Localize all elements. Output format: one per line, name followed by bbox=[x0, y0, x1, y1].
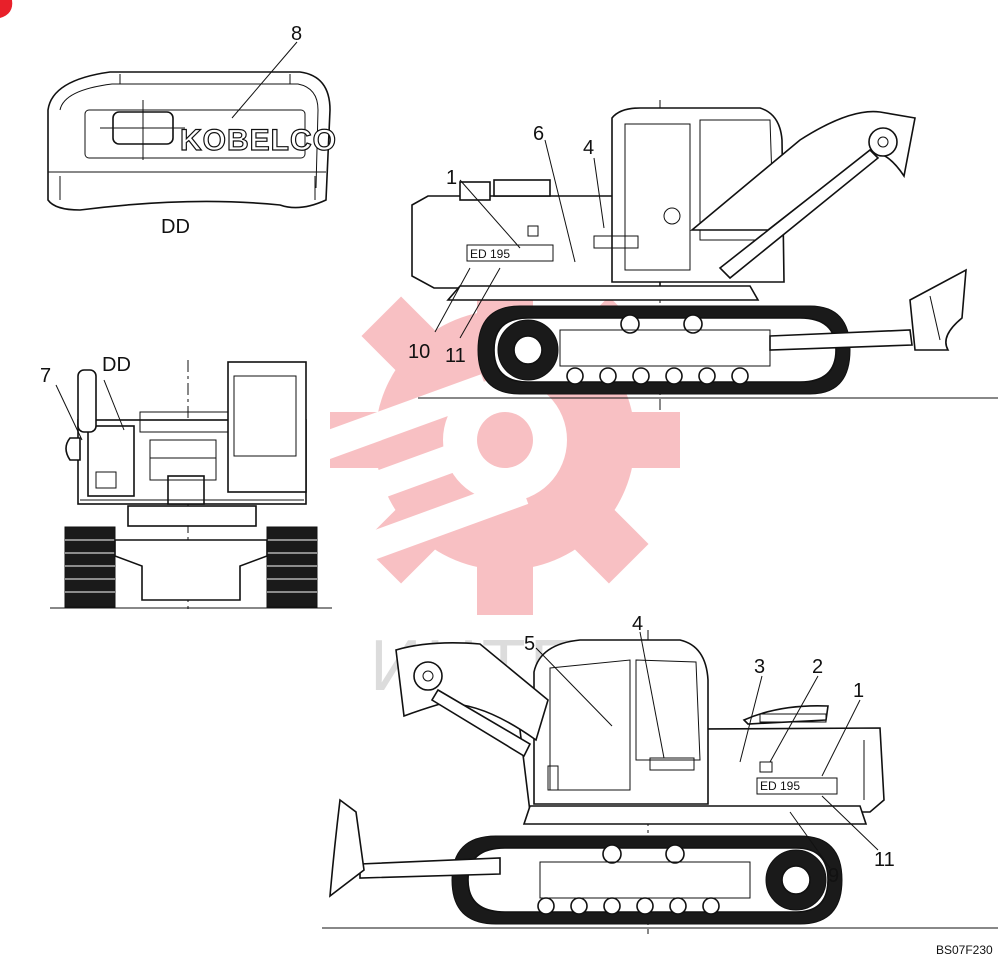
leader-bottom-2 bbox=[769, 675, 819, 763]
callout-7: 7 bbox=[40, 365, 51, 387]
leader-bottom-9 bbox=[789, 811, 831, 869]
callout-top-1: 1 bbox=[446, 167, 457, 189]
callout-bottom-3: 3 bbox=[754, 656, 765, 678]
leader-bottom-5 bbox=[535, 647, 613, 727]
leader-top-11 bbox=[459, 267, 501, 339]
leader-bottom-4 bbox=[639, 631, 665, 759]
leader-top-4 bbox=[593, 157, 605, 229]
brand-decal-text: KOBELCO bbox=[180, 124, 337, 157]
leader-7 bbox=[55, 384, 83, 441]
callout-top-4: 4 bbox=[583, 137, 594, 159]
view-label-dd-rear: DD bbox=[102, 354, 131, 376]
leader-top-6 bbox=[544, 139, 576, 263]
callout-bottom-1: 1 bbox=[853, 680, 864, 702]
leader-bottom-11 bbox=[821, 795, 879, 851]
rear-view-machine bbox=[50, 360, 332, 612]
callout-top-10: 10 bbox=[408, 341, 430, 363]
side-view-top: ED 195 bbox=[411, 100, 998, 410]
model-decal-top: ED 195 bbox=[470, 247, 510, 261]
leader-top-10 bbox=[434, 267, 471, 333]
leader-top-1 bbox=[459, 179, 521, 249]
callout-bottom-11: 11 bbox=[874, 849, 895, 871]
figure-code: BS07F230 bbox=[936, 943, 993, 957]
model-decal-bottom: ED 195 bbox=[760, 779, 800, 793]
leader-8 bbox=[231, 41, 298, 119]
callout-bottom-9: 9 bbox=[828, 865, 839, 887]
side-view-bottom: ED 195 bbox=[322, 630, 998, 934]
callout-top-11: 11 bbox=[445, 345, 466, 367]
callout-bottom-4: 4 bbox=[632, 613, 643, 635]
callout-bottom-2: 2 bbox=[812, 656, 823, 678]
callout-bottom-5: 5 bbox=[524, 633, 535, 655]
leader-bottom-1 bbox=[821, 699, 861, 777]
leader-bottom-3 bbox=[739, 675, 763, 763]
callout-8: 8 bbox=[291, 23, 302, 45]
callout-top-6: 6 bbox=[533, 123, 544, 145]
rear-cover-detail: KOBELCO bbox=[47, 41, 337, 211]
view-label-dd-top: DD bbox=[161, 216, 190, 238]
corner-mark bbox=[0, 0, 13, 18]
